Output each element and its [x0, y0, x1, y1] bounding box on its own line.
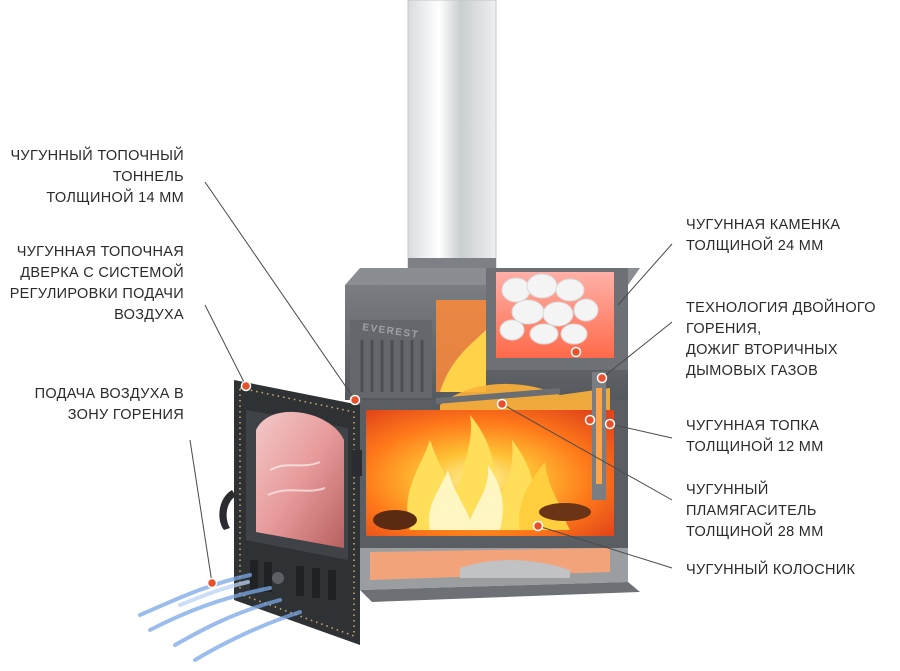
label-line: ТЕХНОЛОГИЯ ДВОЙНОГО: [686, 300, 876, 316]
label-line: ПОДАЧА ВОЗДУХА В: [34, 386, 184, 402]
label-line: ТОННЕЛЬ: [112, 169, 184, 185]
label-flame-damper: ЧУГУННЫЙ ПЛАМЯГАСИТЕЛЬ ТОЛЩИНОЙ 28 ММ: [686, 480, 824, 543]
label-double-burn: ТЕХНОЛОГИЯ ДВОЙНОГО ГОРЕНИЯ, ДОЖИГ ВТОРИ…: [686, 298, 876, 382]
label-line: ДОЖИГ ВТОРИЧНЫХ: [686, 342, 838, 358]
label-line: ЗОНУ ГОРЕНИЯ: [67, 407, 184, 423]
label-line: ПЛАМЯГАСИТЕЛЬ: [686, 503, 817, 519]
label-line: ЧУГУННЫЙ КОЛОСНИК: [686, 562, 856, 578]
label-kamenka: ЧУГУННАЯ КАМЕНКА ТОЛЩИНОЙ 24 ММ: [686, 215, 840, 257]
label-line: ЧУГУННАЯ КАМЕНКА: [686, 217, 841, 233]
label-line: ТОЛЩИНОЙ 14 ММ: [46, 190, 184, 206]
leader-lines: [189, 181, 673, 584]
label-line: ВОЗДУХА: [114, 307, 184, 323]
air-flow: [138, 573, 302, 662]
label-grate: ЧУГУННЫЙ КОЛОСНИК: [686, 560, 855, 581]
label-line: ТОЛЩИНОЙ 12 ММ: [686, 439, 824, 455]
chimney-pipe: [407, 0, 497, 278]
label-line: ЧУГУННЫЙ ТОПОЧНЫЙ: [10, 148, 184, 164]
label-line: ГОРЕНИЯ,: [686, 321, 762, 337]
label-line: ТОЛЩИНОЙ 28 ММ: [686, 524, 824, 540]
label-line: ДВЕРКА С СИСТЕМОЙ: [20, 265, 184, 281]
label-line: ЧУГУННАЯ ТОПОЧНАЯ: [16, 244, 184, 260]
label-air: ПОДАЧА ВОЗДУХА В ЗОНУ ГОРЕНИЯ: [35, 384, 184, 426]
kamenka-compartment: [486, 268, 628, 370]
label-line: ДЫМОВЫХ ГАЗОВ: [686, 363, 819, 379]
label-line: РЕГУЛИРОВКИ ПОДАЧИ: [9, 286, 184, 302]
label-firebox: ЧУГУННАЯ ТОПКА ТОЛЩИНОЙ 12 ММ: [686, 416, 824, 458]
label-tunnel: ЧУГУННЫЙ ТОПОЧНЫЙ ТОННЕЛЬ ТОЛЩИНОЙ 14 ММ: [10, 146, 184, 209]
label-door: ЧУГУННАЯ ТОПОЧНАЯ ДВЕРКА С СИСТЕМОЙ РЕГУ…: [10, 242, 184, 326]
ash-pan: [360, 548, 640, 602]
firebox-body: [352, 372, 628, 548]
label-line: ЧУГУННАЯ ТОПКА: [686, 418, 820, 434]
door: [219, 380, 362, 645]
label-line: ТОЛЩИНОЙ 24 ММ: [686, 238, 824, 254]
markers: [206, 346, 616, 589]
label-line: ЧУГУННЫЙ: [686, 482, 769, 498]
